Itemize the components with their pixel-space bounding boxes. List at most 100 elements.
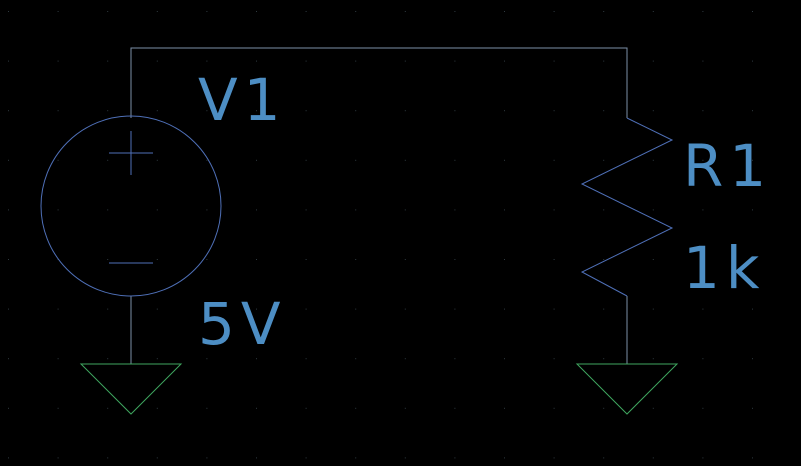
grid-dot — [652, 159, 654, 161]
grid-dot — [57, 457, 59, 459]
grid-dot — [553, 159, 555, 161]
grid-dot — [57, 209, 59, 211]
resistor-icon[interactable] — [580, 117, 674, 297]
grid-dot — [355, 457, 357, 459]
grid-dot — [107, 11, 109, 12]
grid-dot — [454, 457, 456, 459]
grid-dot — [702, 457, 704, 459]
grid-dot — [504, 407, 505, 409]
grid-dot — [107, 308, 109, 310]
grid-dot — [553, 110, 555, 112]
grid-dot — [8, 259, 9, 260]
grid-dot — [454, 60, 456, 62]
grid-dot — [206, 110, 208, 112]
grid-dot — [355, 159, 357, 161]
grid-dot — [355, 358, 357, 360]
grid-dot — [107, 110, 109, 112]
grid-dot — [752, 159, 753, 161]
grid-dot — [454, 259, 456, 260]
voltage-source-icon[interactable] — [40, 115, 222, 297]
grid-dot — [355, 11, 357, 12]
grid-dot — [752, 110, 753, 112]
grid-dot — [57, 407, 59, 409]
grid-dot — [504, 209, 505, 211]
grid-dot — [8, 358, 9, 360]
grid-dot — [603, 358, 605, 360]
grid-dot — [752, 358, 753, 360]
grid-dot — [752, 209, 753, 211]
grid-dot — [603, 209, 605, 211]
grid-dot — [8, 60, 9, 62]
grid-dot — [206, 358, 208, 360]
grid-dot — [752, 457, 753, 459]
grid-dot — [256, 358, 257, 360]
grid-dot — [553, 407, 555, 409]
grid-dot — [504, 358, 505, 360]
grid-dot — [206, 457, 208, 459]
grid-dot — [553, 11, 555, 12]
grid-dot — [553, 308, 555, 310]
grid-dot — [603, 60, 605, 62]
grid-dot — [454, 11, 456, 12]
grid-dot — [404, 60, 406, 62]
grid-dot — [652, 110, 654, 112]
grid-dot — [404, 407, 406, 409]
grid-dot — [702, 60, 704, 62]
grid-dot — [504, 159, 505, 161]
grid-dot — [652, 407, 654, 409]
grid-dot — [256, 407, 257, 409]
grid-dot — [702, 259, 704, 260]
grid-dot — [504, 308, 505, 310]
grid-dot — [404, 110, 406, 112]
grid-dot — [156, 159, 158, 161]
grid-dot — [156, 407, 158, 409]
grid-dot — [305, 11, 307, 12]
grid-dot — [355, 407, 357, 409]
grid-dot — [206, 308, 208, 310]
grid-dot — [404, 159, 406, 161]
ground-icon — [79, 363, 183, 415]
grid-dot — [206, 407, 208, 409]
resistor-name-label: R1 — [683, 132, 772, 200]
grid-dot — [355, 209, 357, 211]
grid-dot — [57, 358, 59, 360]
grid-dot — [256, 457, 257, 459]
grid-dot — [702, 209, 704, 211]
grid-dot — [454, 308, 456, 310]
grid-dot — [454, 407, 456, 409]
grid-dot — [454, 358, 456, 360]
grid-dot — [355, 259, 357, 260]
grid-dots — [8, 11, 753, 459]
grid-dot — [107, 259, 109, 260]
grid-dot — [553, 259, 555, 260]
grid-dot — [107, 159, 109, 161]
grid-dot — [206, 60, 208, 62]
grid-dot — [256, 308, 257, 310]
grid-dot — [206, 259, 208, 260]
grid-dot — [404, 457, 406, 459]
grid-dot — [702, 11, 704, 12]
grid-dot — [504, 11, 505, 12]
resistor-value-label: 1k — [683, 234, 766, 302]
grid-dot — [256, 209, 257, 211]
grid-dot — [702, 110, 704, 112]
grid-dot — [8, 209, 9, 211]
grid-dot — [553, 457, 555, 459]
grid-dot — [57, 110, 59, 112]
grid-dot — [504, 60, 505, 62]
grid-dot — [305, 358, 307, 360]
grid-dot — [702, 308, 704, 310]
grid-dot — [8, 159, 9, 161]
grid-dot — [107, 60, 109, 62]
grid-dot — [57, 159, 59, 161]
grid-dot — [504, 110, 505, 112]
grid-dot — [107, 209, 109, 211]
grid-dot — [603, 259, 605, 260]
grid-dot — [256, 159, 257, 161]
grid-dot — [752, 407, 753, 409]
source-name-label: V1 — [198, 66, 287, 134]
grid-dot — [454, 159, 456, 161]
grid-dot — [107, 457, 109, 459]
grid-dot — [305, 60, 307, 62]
